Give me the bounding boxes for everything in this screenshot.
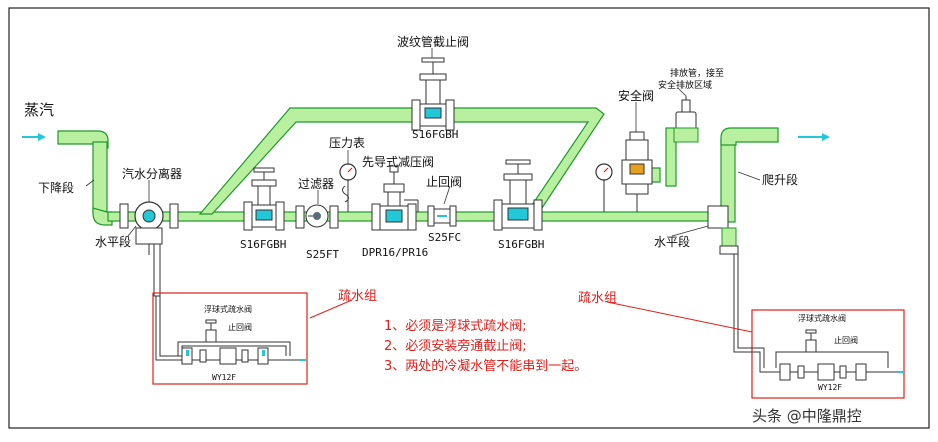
note-1: 1、必须是浮球式疏水阀;	[384, 319, 527, 334]
pressure-reducing-valve	[371, 165, 419, 231]
inlet-arrow	[22, 133, 46, 141]
trap-group-right-box	[751, 309, 905, 399]
trap-left-group-label: 疏水组	[338, 289, 377, 304]
safety-valve	[621, 131, 653, 212]
label-steam: 蒸汽	[24, 101, 54, 119]
watermark: 头条 @中隆鼎控	[752, 407, 862, 425]
exhaust-pipe	[673, 96, 699, 143]
model-s25fc: S25FC	[428, 231, 461, 244]
model-s16-left: S16FGBH	[240, 238, 286, 251]
label-check-valve: 止回阀	[426, 175, 462, 189]
trap-right-check-valve: 止回阀	[834, 335, 858, 345]
model-s16-right: S16FGBH	[498, 238, 544, 251]
model-dpr: DPR16/PR16	[362, 246, 428, 259]
label-horizontal-right: 水平段	[654, 234, 690, 249]
label-filter: 过滤器	[298, 177, 334, 191]
trap-group-right	[733, 300, 904, 381]
outlet-arrow	[798, 133, 830, 141]
note-2: 2、必须安装旁通截止阀;	[384, 338, 527, 354]
label-horizontal-left: 水平段	[95, 234, 131, 249]
label-separator: 汽水分离器	[122, 166, 182, 181]
trap-left-model: WY12F	[212, 373, 236, 382]
label-discharge-pipe-2: 安全排放区域	[658, 79, 712, 91]
bellows-globe-valve-top	[411, 57, 455, 131]
globe-valve-right	[493, 159, 543, 231]
trap-group-left	[155, 296, 306, 365]
trap-right-float-trap: 浮球式疏水阀	[798, 313, 846, 323]
label-prv: 先导式减压阀	[362, 155, 434, 169]
drip-leg-right	[707, 205, 739, 300]
check-valve	[427, 205, 457, 227]
pressure-gauge-right	[595, 163, 613, 212]
trap-left-float-trap: 浮球式疏水阀	[204, 304, 252, 314]
trap-right-model: WY12F	[818, 383, 842, 392]
note-3: 3、两处的冷凝水管不能串到一起。	[384, 358, 587, 374]
label-leaders	[85, 48, 761, 237]
trap-group-left-box	[152, 292, 308, 385]
strainer-filter	[295, 204, 339, 229]
label-down-section: 下降段	[38, 180, 74, 195]
label-discharge-pipe-1: 排放管，接至	[670, 67, 724, 79]
model-s25ft: S25FT	[306, 248, 339, 261]
leader-trap-right	[606, 301, 753, 333]
trap-right-group-label: 疏水组	[578, 291, 617, 306]
label-safety-valve: 安全阀	[618, 88, 654, 103]
label-bellows-valve: 波纹管截止阀	[397, 34, 469, 49]
pressure-gauge-left	[339, 163, 357, 212]
globe-valve-left	[243, 167, 285, 231]
label-pressure-gauge: 压力表	[329, 136, 365, 150]
steam-separator	[119, 201, 179, 297]
leader-trap-left	[309, 299, 353, 319]
trap-left-check-valve: 止回阀	[228, 322, 252, 332]
diagram-frame	[8, 7, 930, 429]
model-s16-top: S16FGBH	[412, 128, 458, 141]
label-rise-section: 爬升段	[762, 172, 798, 187]
